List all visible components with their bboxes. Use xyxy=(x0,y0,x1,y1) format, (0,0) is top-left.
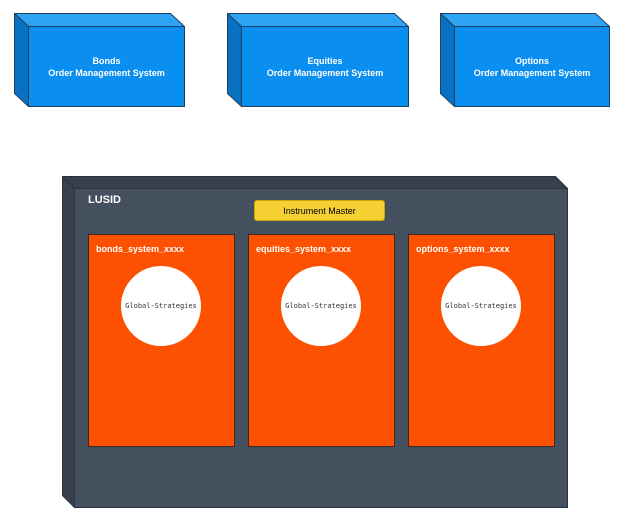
bonds-oms-node: Bonds Order Management System xyxy=(14,13,185,107)
options-strategy-circle: Global-Strategies xyxy=(441,266,521,346)
options-oms-node: Options Order Management System xyxy=(440,13,610,107)
equities-oms-node: Equities Order Management System xyxy=(227,13,409,107)
bonds-system-title: bonds_system_xxxx xyxy=(96,244,185,254)
equities-oms-subtitle: Order Management System xyxy=(266,67,384,78)
equities-strategy-label: Global-Strategies xyxy=(285,302,357,310)
instrument-master-box: Instrument Master xyxy=(254,200,385,221)
bonds-strategy-label: Global-Strategies xyxy=(125,302,197,310)
equities-strategy-circle: Global-Strategies xyxy=(281,266,361,346)
bonds-system-box: bonds_system_xxxx Global-Strategies xyxy=(88,234,235,447)
bonds-oms-subtitle: Order Management System xyxy=(48,67,165,78)
options-oms-label: Options Order Management System xyxy=(454,26,610,107)
options-oms-box-shape xyxy=(440,13,610,107)
options-strategy-label: Global-Strategies xyxy=(445,302,517,310)
equities-system-box: equities_system_xxxx Global-Strategies xyxy=(248,234,395,447)
options-oms-subtitle: Order Management System xyxy=(473,67,591,78)
lusid-title: LUSID xyxy=(88,194,121,206)
equities-oms-box-shape xyxy=(227,13,409,107)
bonds-oms-label: Bonds Order Management System xyxy=(28,26,185,107)
bonds-oms-title: Bonds xyxy=(92,55,121,66)
bonds-strategy-circle: Global-Strategies xyxy=(121,266,201,346)
options-system-title: options_system_xxxx xyxy=(416,244,510,254)
options-oms-title: Options xyxy=(515,55,549,66)
equities-oms-title: Equities xyxy=(307,55,343,66)
options-system-box: options_system_xxxx Global-Strategies xyxy=(408,234,555,447)
bonds-oms-box-shape xyxy=(14,13,185,107)
equities-system-title: equities_system_xxxx xyxy=(256,244,352,254)
equities-oms-label: Equities Order Management System xyxy=(241,26,409,107)
